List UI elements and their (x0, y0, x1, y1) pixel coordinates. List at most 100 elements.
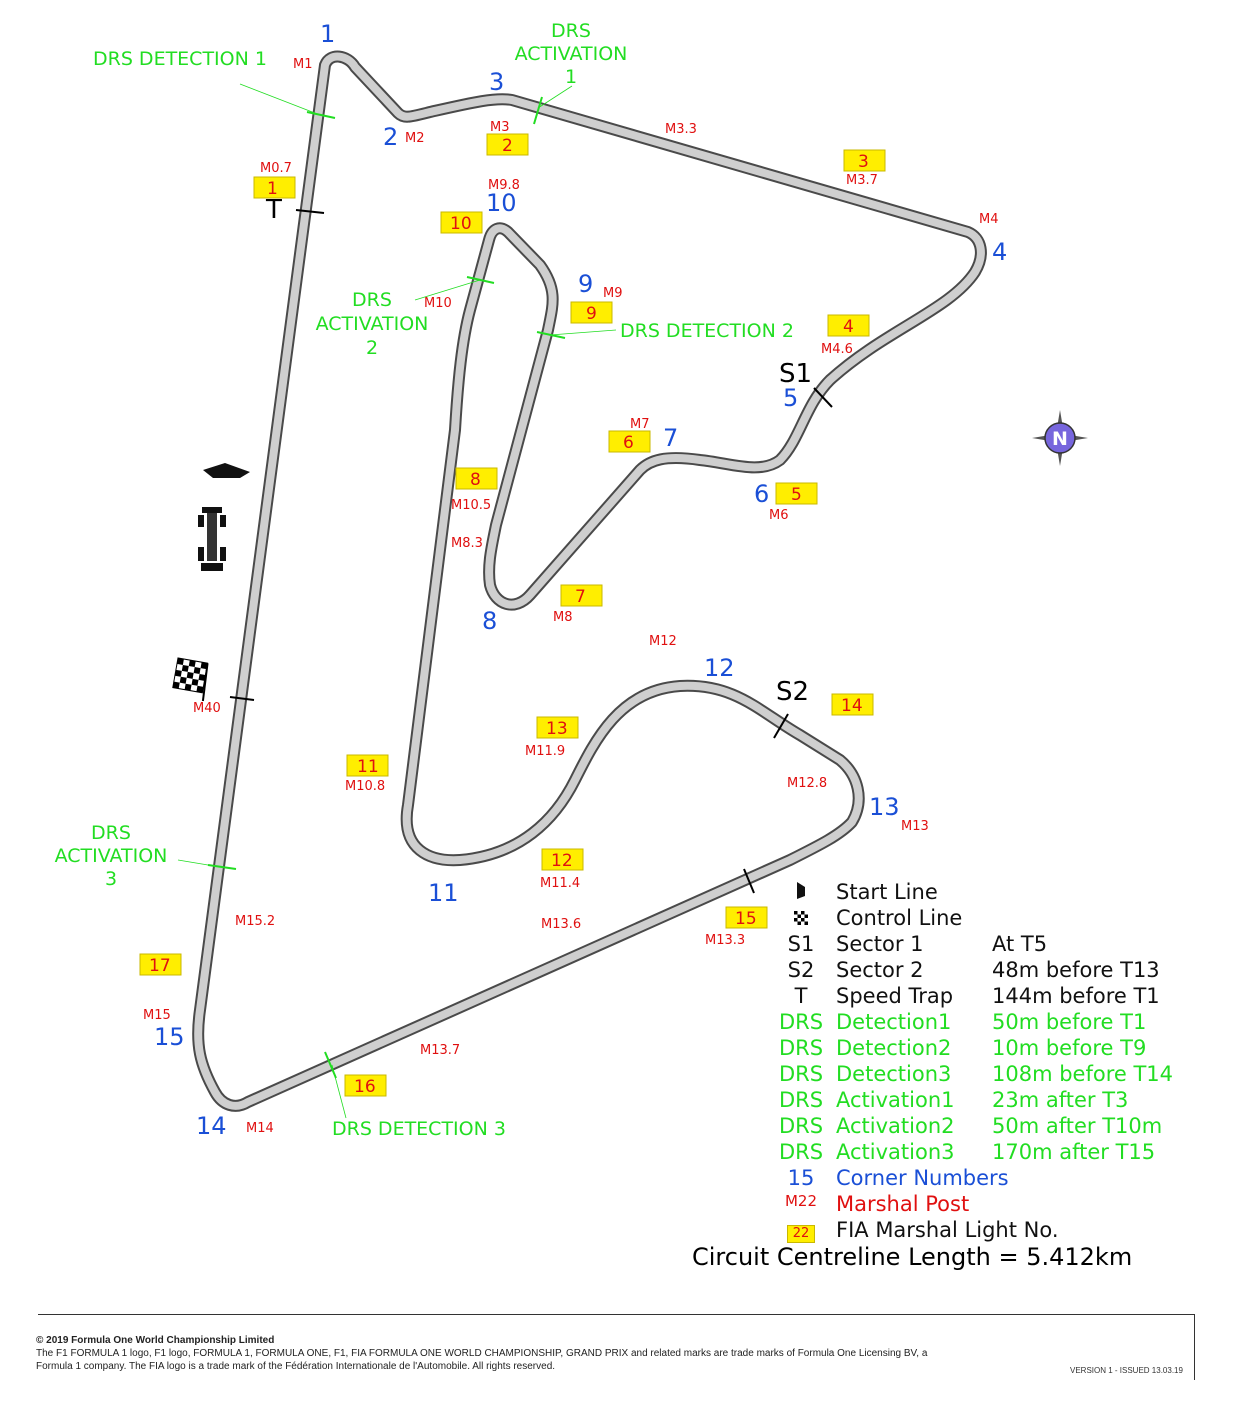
sector-1-label: S1 (779, 359, 812, 389)
marshal-post: M15 (143, 1008, 171, 1023)
marshal-light-2: 2 (486, 133, 529, 156)
footer-trademark-line-1: The F1 FORMULA 1 logo, F1 logo, FORMULA … (36, 1348, 928, 1359)
legend-row-sector-1: S1 Sector 1 At T5 (787, 932, 1048, 956)
marshal-light-15: 15 (725, 906, 768, 929)
svg-text:2: 2 (502, 136, 513, 156)
compass-icon: N (1032, 410, 1088, 466)
svg-text:5: 5 (791, 485, 802, 505)
legend-row-marshal-light: 22 FIA Marshal Light No. (776, 1218, 1216, 1244)
marshal-post: M4 (979, 212, 999, 227)
marshal-post: M9 (603, 286, 623, 301)
drs-activation-2-line1: DRS (352, 289, 392, 311)
corner-3: 3 (489, 68, 504, 96)
marshal-post: M3.3 (665, 122, 697, 137)
marshal-post: M9.8 (488, 178, 520, 193)
drs-activation-1-line2: ACTIVATION (515, 43, 628, 65)
svg-text:13: 13 (546, 719, 568, 739)
corner-6: 6 (754, 480, 769, 508)
marshal-post: M3 (490, 120, 510, 135)
corner-12: 12 (704, 654, 735, 682)
svg-text:9: 9 (586, 304, 597, 324)
drs-activation-2-leader (414, 279, 481, 301)
legend-row-start-line: Start Line (776, 880, 1216, 906)
corner-9: 9 (578, 270, 593, 298)
corner-8: 8 (482, 607, 497, 635)
drs-activation-3-leader (177, 859, 221, 868)
marshal-light-6: 6 (608, 430, 651, 453)
svg-text:8: 8 (470, 470, 481, 490)
marshal-post: M11.9 (525, 744, 565, 759)
marshal-post: M8.3 (451, 536, 483, 551)
svg-text:14: 14 (841, 696, 863, 716)
speed-trap-label: T (265, 195, 282, 225)
marshal-post: M10.5 (451, 498, 491, 513)
marshal-post: M13 (901, 819, 929, 834)
corner-13: 13 (869, 793, 900, 821)
marshal-post: M7 (630, 417, 650, 432)
svg-text:6: 6 (623, 433, 634, 453)
legend-row-drs-detection-3: DRS Detection3 108m before T14 (778, 1062, 1174, 1086)
drs-detection-3-label: DRS DETECTION 3 (332, 1118, 506, 1140)
svg-text:11: 11 (357, 757, 379, 777)
corner-5: 5 (783, 384, 798, 412)
legend-row-sector-2: S2 Sector 2 48m before T13 (787, 958, 1160, 982)
drs-detection-3-extra-marker (743, 868, 755, 894)
drs-activation-1-line1: DRS (551, 20, 591, 42)
marshal-post: M13.6 (541, 917, 581, 932)
svg-text:16: 16 (354, 1077, 376, 1097)
corner-10: 10 (486, 189, 517, 217)
marshal-light-5: 5 (775, 482, 818, 505)
marshal-post: M40 (193, 701, 221, 716)
legend-row-marshal-post: M22 Marshal Post (784, 1192, 970, 1216)
drs-detection-2-label: DRS DETECTION 2 (620, 320, 794, 342)
control-line-marker (229, 696, 255, 701)
version-stamp: VERSION 1 - ISSUED 13.03.19 (1070, 1366, 1183, 1375)
footer-copyright: © 2019 Formula One World Championship Li… (36, 1335, 275, 1346)
marshal-light-9: 9 (570, 301, 613, 324)
marshal-light-4: 4 (827, 314, 870, 337)
corner-4: 4 (992, 238, 1007, 266)
corner-14: 14 (196, 1112, 227, 1140)
marshal-light-11: 11 (346, 754, 389, 777)
svg-text:7: 7 (575, 587, 586, 607)
marshal-light-17: 17 (139, 953, 182, 976)
drs-detection-1-leader (239, 83, 321, 116)
corner-1: 1 (320, 20, 335, 48)
legend-row-drs-activation-1: DRS Activation1 23m after T3 (778, 1088, 1129, 1112)
legend-row-corner-numbers: 15 Corner Numbers (787, 1166, 1009, 1190)
corner-15: 15 (154, 1023, 185, 1051)
legend-row-drs-detection-2: DRS Detection2 10m before T9 (778, 1036, 1147, 1060)
footer: © 2019 Formula One World Championship Li… (36, 1334, 956, 1373)
line-markers (177, 83, 833, 1119)
drs-activation-2-line3: 2 (366, 337, 378, 359)
svg-text:17: 17 (149, 956, 171, 976)
circuit-map: 1 2 3 4 5 6 7 8 9 10 11 12 13 14 15 M1 M… (55, 20, 1088, 1140)
sector-2-label: S2 (776, 677, 809, 707)
legend-row-control-line: Control Line (776, 906, 1216, 932)
marshal-light-14: 14 (831, 693, 874, 716)
drs-activation-3-line2: ACTIVATION (55, 845, 168, 867)
checkered-flag-icon (172, 657, 209, 702)
drs-activation-1-marker (533, 96, 543, 125)
drs-activation-3-line1: DRS (91, 822, 131, 844)
footer-divider (38, 1314, 1194, 1315)
marshal-light-12: 12 (541, 848, 584, 871)
corner-numbers: 1 2 3 4 5 6 7 8 9 10 11 12 13 14 15 (154, 20, 1007, 1140)
corner-11: 11 (428, 879, 459, 907)
drs-activation-1-leader (537, 85, 573, 109)
svg-text:12: 12 (551, 851, 573, 871)
marshal-light-10: 10 (440, 211, 483, 234)
marshal-light-16: 16 (344, 1074, 387, 1097)
track (192, 50, 987, 1112)
marshal-post: M14 (246, 1121, 274, 1136)
svg-text:15: 15 (735, 909, 757, 929)
compass-north-label: N (1052, 428, 1068, 450)
legend-row-speed-trap: T Speed Trap 144m before T1 (794, 984, 1160, 1008)
sector-2-marker (773, 713, 789, 739)
marshal-post: M8 (553, 610, 573, 625)
corner-2: 2 (383, 123, 398, 151)
marshal-post: M10.8 (345, 779, 385, 794)
svg-text:10: 10 (450, 214, 472, 234)
drs-detection-3-leader (331, 1064, 347, 1119)
